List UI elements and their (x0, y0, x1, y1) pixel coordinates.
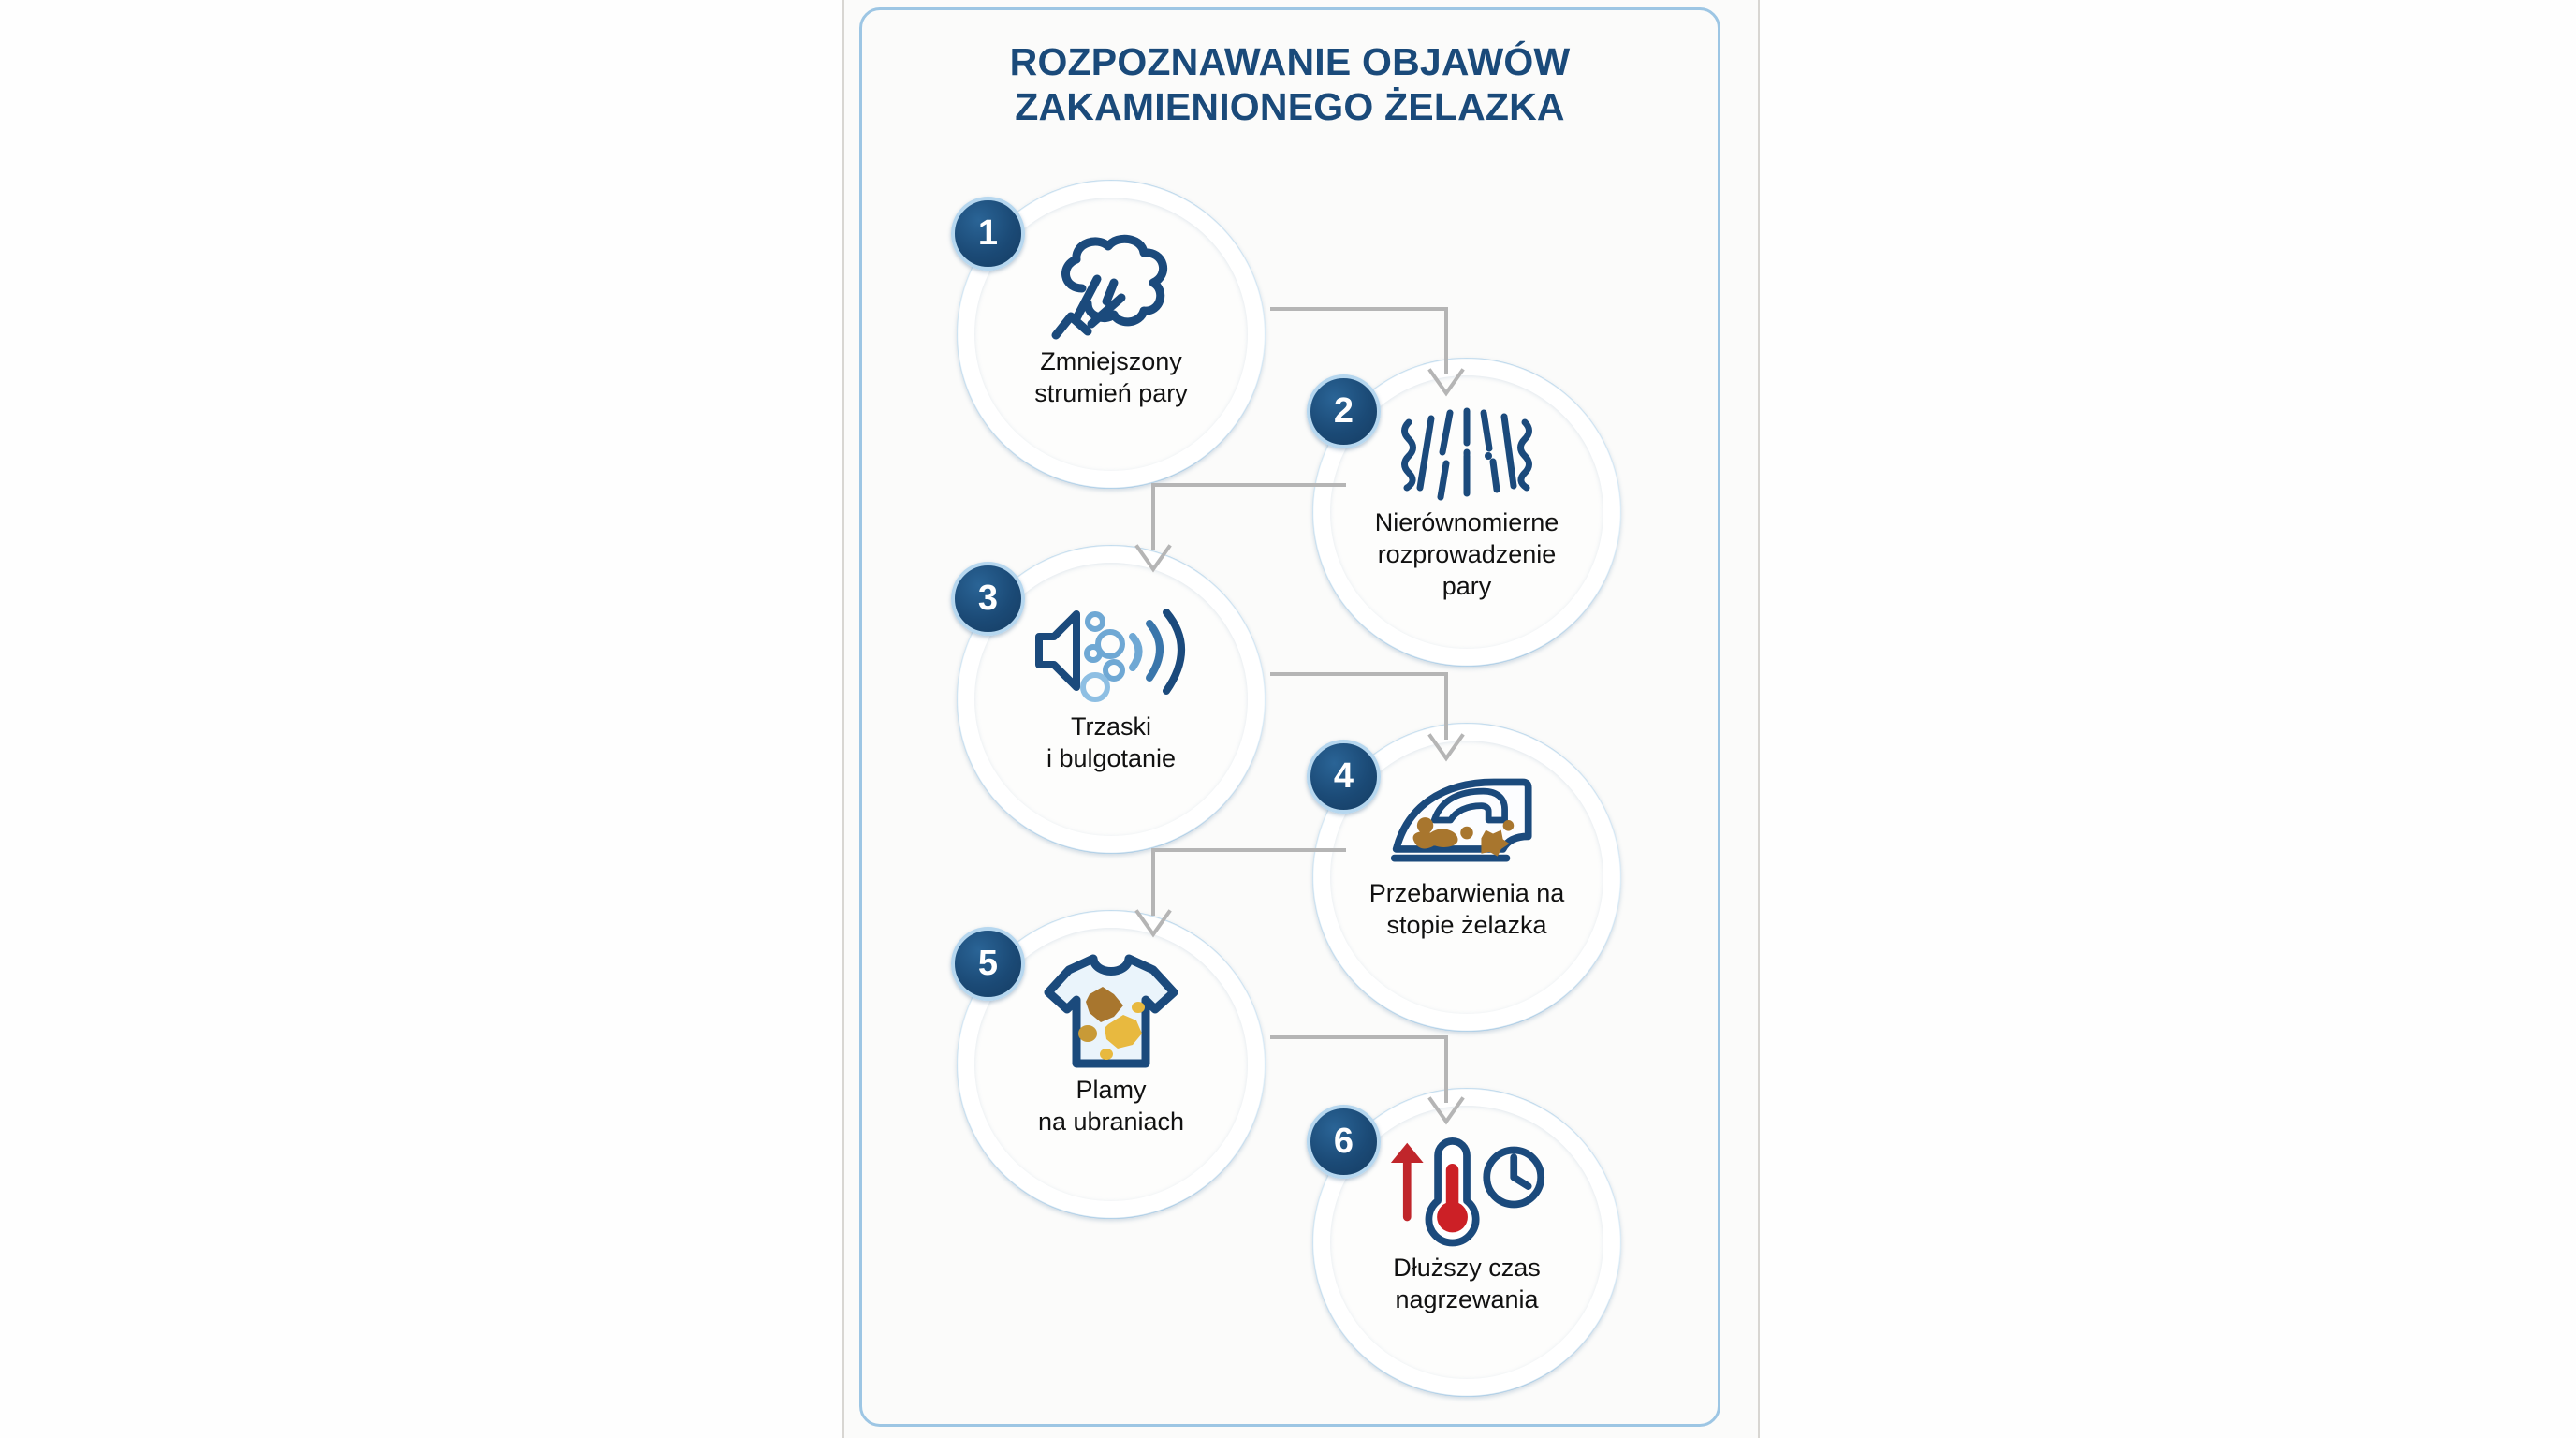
caption-line: rozprowadzenie (1377, 540, 1557, 569)
step-caption-1: Zmniejszony strumień pary (994, 345, 1228, 409)
steam-cloud-icon (1032, 229, 1191, 342)
step-circle-3[interactable]: Trzaski i bulgotanie 3 (951, 545, 1266, 854)
step-badge-4: 4 (1307, 740, 1381, 814)
step-circle-6[interactable]: Dłuższy czas nagrzewania 6 (1307, 1088, 1621, 1397)
step-caption-3: Trzaski i bulgotanie (994, 711, 1228, 774)
step-badge-2: 2 (1307, 374, 1381, 448)
step-content-1: Zmniejszony strumień pary (974, 198, 1248, 471)
connector-2-to-3 (1114, 477, 1348, 582)
step-caption-4: Przebarwienia na stopie żelazka (1331, 877, 1603, 941)
title-line-2: ZAKAMIENIONEGO ŻELAZKA (1015, 85, 1565, 129)
step-number: 3 (977, 579, 999, 618)
caption-line: nagrzewania (1395, 1285, 1539, 1314)
step-content-3: Trzaski i bulgotanie (974, 563, 1248, 836)
step-circle-5[interactable]: Plamy na ubraniach 5 (951, 910, 1266, 1219)
step-ring-4 (1312, 723, 1621, 1032)
step-badge-6: 6 (1307, 1105, 1381, 1179)
caption-line: Zmniejszony (1040, 347, 1182, 375)
connector-3-to-4 (1268, 667, 1502, 771)
step-content-2: Nierównomierne rozprowadzenie pary (1330, 375, 1603, 649)
connector-5-to-6 (1268, 1030, 1502, 1135)
caption-line: i bulgotanie (1046, 744, 1177, 773)
step-badge-5: 5 (951, 927, 1025, 1001)
title-line-1: ROZPOZNAWANIE OBJAWÓW (1009, 40, 1571, 83)
poster-frame-border (859, 7, 1720, 1427)
step-badge-3: 3 (951, 562, 1025, 636)
step-content-6: Dłuższy czas nagrzewania (1330, 1106, 1603, 1379)
caption-line: strumień pary (1034, 379, 1188, 408)
step-caption-6: Dłuższy czas nagrzewania (1336, 1252, 1598, 1315)
connector-1-to-2 (1268, 301, 1502, 406)
step-caption-5: Plamy na ubraniach (994, 1074, 1228, 1137)
step-number: 6 (1333, 1122, 1354, 1161)
thermometer-clock-icon (1387, 1132, 1546, 1248)
uneven-steam-lines-icon (1387, 400, 1546, 505)
step-caption-2: Nierównomierne rozprowadzenie pary (1336, 506, 1598, 602)
stained-tshirt-icon (1032, 952, 1191, 1070)
step-number: 1 (977, 213, 999, 253)
step-circle-1[interactable]: Zmniejszony strumień pary 1 (951, 180, 1266, 489)
caption-line: stopie żelazka (1386, 911, 1547, 940)
page-title: ROZPOZNAWANIE OBJAWÓW ZAKAMIENIONEGO ŻEL… (859, 39, 1720, 130)
caption-line: Dłuższy czas (1393, 1254, 1541, 1282)
caption-line: pary (1442, 572, 1492, 601)
caption-line: na ubraniach (1037, 1108, 1185, 1137)
step-badge-1: 1 (951, 197, 1025, 271)
connector-4-to-5 (1114, 843, 1348, 947)
step-ring-3 (957, 545, 1266, 854)
caption-line: Przebarwienia na (1368, 879, 1565, 907)
speaker-bubbles-icon (1032, 594, 1191, 707)
caption-line: Plamy (1076, 1076, 1147, 1104)
caption-line: Trzaski (1071, 712, 1151, 741)
step-content-4: Przebarwienia na stopie żelazka (1330, 741, 1603, 1014)
step-number: 4 (1333, 756, 1354, 796)
step-number: 2 (1333, 391, 1354, 431)
step-circle-4[interactable]: Przebarwienia na stopie żelazka 4 (1307, 723, 1621, 1032)
step-circle-2[interactable]: Nierównomierne rozprowadzenie pary 2 (1307, 358, 1621, 667)
step-content-5: Plamy na ubraniach (974, 928, 1248, 1201)
step-number: 5 (977, 944, 999, 983)
caption-line: Nierównomierne (1374, 508, 1559, 536)
stained-iron-icon (1387, 769, 1546, 873)
